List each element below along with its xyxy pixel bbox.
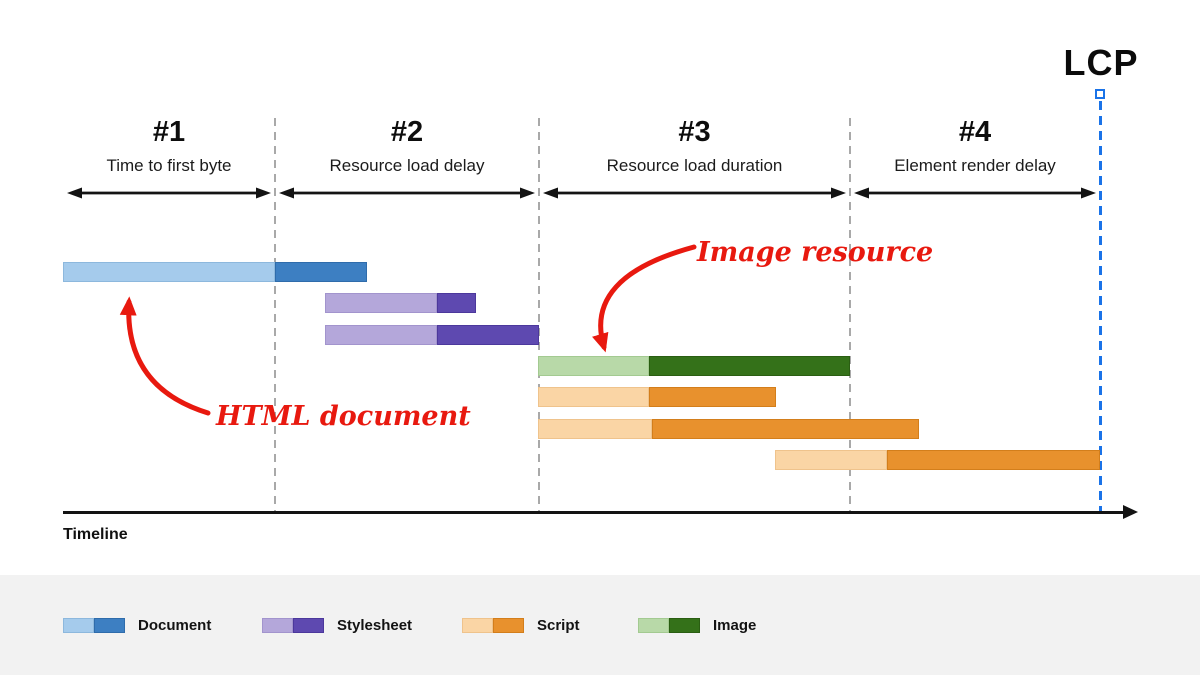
swatch-dark-half	[94, 618, 125, 633]
swatch-light-half	[462, 618, 493, 633]
image-resource-annotation-arrow-icon	[592, 244, 697, 353]
phase-label: Resource load delay	[329, 156, 485, 175]
swatch-light-half	[262, 618, 293, 633]
phase-divider-line	[274, 118, 276, 513]
phase-label: Element render delay	[894, 156, 1056, 175]
swatch-light-half	[638, 618, 669, 633]
phase-label: Time to first byte	[106, 156, 232, 175]
script-swatch-icon	[462, 618, 524, 633]
swatch-light-half	[63, 618, 94, 633]
script-bar-dark-segment	[649, 387, 776, 407]
stylesheet-bar-dark-segment	[437, 293, 476, 313]
phase-number: #3	[678, 116, 711, 148]
phase-label: Resource load duration	[606, 156, 783, 175]
document-swatch-icon	[63, 618, 125, 633]
script-bar-dark-segment	[887, 450, 1100, 470]
html-document-annotation-label: HTML document	[216, 401, 471, 432]
timeline-axis-arrow-icon	[1123, 505, 1138, 519]
phase-number: #2	[390, 116, 424, 148]
phase-extent-arrow-icon	[279, 187, 535, 199]
swatch-dark-half	[293, 618, 324, 633]
swatch-dark-half	[669, 618, 700, 633]
phase-divider-line	[849, 118, 851, 513]
image-bar-dark-segment	[649, 356, 850, 376]
legend-item-image: Image	[638, 617, 756, 634]
document-bar-dark-segment	[275, 262, 367, 282]
document-bar-light-segment	[63, 262, 275, 282]
timeline-axis	[63, 511, 1125, 514]
image-resource-annotation-label: Image resource	[697, 237, 934, 268]
legend-label: Script	[537, 617, 580, 634]
phase-number: #1	[152, 116, 186, 148]
timeline-label: Timeline	[63, 526, 128, 543]
lcp-marker-line	[1099, 101, 1102, 513]
image-bar-light-segment	[538, 356, 649, 376]
legend-label: Stylesheet	[337, 617, 413, 634]
legend-label: Image	[713, 617, 757, 634]
html-document-annotation-arrow-icon	[119, 296, 211, 416]
phase-number: #4	[958, 116, 992, 148]
phase-extent-arrow-icon	[67, 187, 271, 199]
stylesheet-swatch-icon	[262, 618, 324, 633]
phase-extent-arrow-icon	[854, 187, 1096, 199]
stylesheet-bar-light-segment	[325, 293, 437, 313]
legend-label: Document	[138, 617, 212, 634]
stylesheet-bar-dark-segment	[437, 325, 539, 345]
phase-divider-line	[538, 118, 540, 513]
legend-item-document: Document	[63, 617, 211, 634]
image-swatch-icon	[638, 618, 700, 633]
script-bar-light-segment	[538, 387, 649, 407]
legend-item-stylesheet: Stylesheet	[262, 617, 412, 634]
stylesheet-bar-light-segment	[325, 325, 437, 345]
swatch-dark-half	[493, 618, 524, 633]
lcp-title: LCP	[1063, 42, 1139, 83]
script-bar-dark-segment	[652, 419, 919, 439]
legend: Document Stylesheet Script Image	[0, 575, 1200, 675]
script-bar-light-segment	[775, 450, 887, 470]
lcp-marker-square-icon	[1095, 89, 1105, 99]
legend-item-script: Script	[462, 617, 580, 634]
phase-extent-arrow-icon	[543, 187, 846, 199]
script-bar-light-segment	[538, 419, 652, 439]
